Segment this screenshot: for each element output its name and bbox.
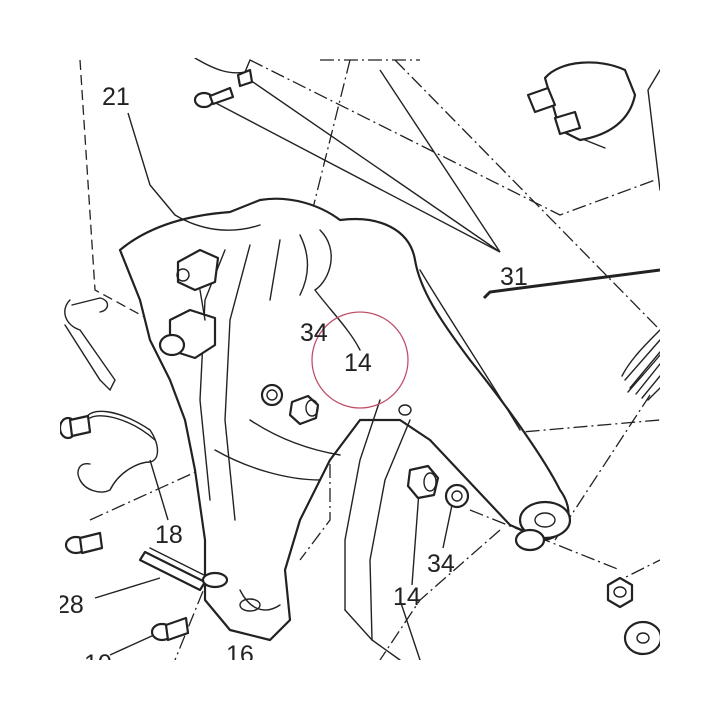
coil-spring [621, 329, 661, 401]
top-screw [193, 57, 254, 109]
hex-nut [606, 576, 634, 609]
bottom-margin [0, 660, 720, 720]
top-margin [0, 0, 720, 58]
flat-washer [623, 620, 663, 656]
washer-34b [444, 483, 470, 509]
cotter-pin [138, 547, 229, 592]
washer-34a [260, 383, 284, 407]
left-bracket [158, 248, 220, 360]
callout-labels: 21 31 34 14 18 14 34 28 16 10 [56, 83, 528, 678]
callout-14-right: 14 [393, 583, 421, 611]
callout-14-left: 14 [344, 349, 372, 377]
spring-clip [77, 410, 159, 493]
screw-left-middle [64, 531, 104, 555]
bushing-14b [406, 464, 440, 500]
callout-34-right: 34 [427, 550, 455, 578]
main-housing [118, 197, 572, 661]
callout-31: 31 [500, 263, 528, 291]
screw-left-top [58, 414, 92, 440]
left-margin [0, 0, 60, 720]
highlight-circle [311, 311, 409, 409]
callout-21: 21 [102, 83, 130, 111]
screw-left-bottom [150, 616, 190, 642]
wire-clip [64, 297, 116, 392]
callout-34-left: 34 [300, 319, 328, 347]
callout-28: 28 [56, 591, 84, 619]
callout-18: 18 [155, 521, 183, 549]
separator-line [482, 268, 661, 300]
bushing-14a [288, 394, 320, 426]
right-margin [660, 0, 720, 720]
connector-part [526, 61, 661, 191]
